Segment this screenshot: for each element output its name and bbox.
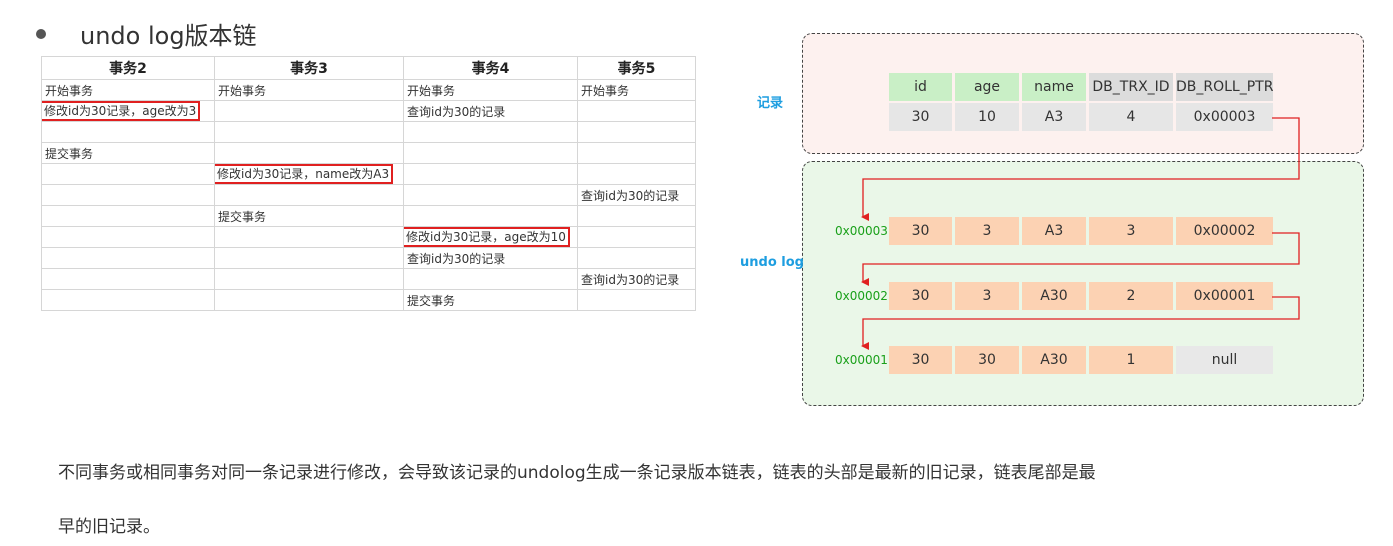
table-row: 提交事务 (41, 142, 696, 164)
undo-value: 3 (1089, 217, 1173, 245)
undo-value: 30 (889, 282, 952, 310)
slide-title: undo log版本链 (36, 16, 257, 51)
table-row: 查询id为30的记录 (41, 268, 696, 290)
undo-value: null (1176, 346, 1273, 374)
undo-address-2: 0x00001 (835, 353, 888, 367)
record-header-row: id age name DB_TRX_ID DB_ROLL_PTR (889, 73, 1273, 101)
undo-value: 3 (955, 217, 1019, 245)
table-row (41, 121, 696, 143)
highlight-box: 修改id为30记录，name改为A3 (215, 164, 394, 184)
undo-log-label: undo log (740, 255, 804, 270)
undo-value: 0x00001 (1176, 282, 1273, 310)
description-line-2: 早的旧记录。 (58, 517, 160, 537)
undo-address-0: 0x00003 (835, 224, 888, 238)
highlight-box: 修改id为30记录，age改为3 (42, 101, 201, 121)
field-header-age: age (955, 73, 1019, 101)
undo-value: 0x00002 (1176, 217, 1273, 245)
field-header-trx-id: DB_TRX_ID (1089, 73, 1173, 101)
table-cell (577, 289, 696, 311)
undo-value: 1 (1089, 346, 1173, 374)
undo-value: 30 (889, 346, 952, 374)
col-header-tx5: 事务5 (577, 56, 696, 80)
pointer-arrow-0x00002 (861, 232, 1300, 286)
highlighted-cell: 修改id为30记录，age改为10 (403, 226, 578, 248)
undo-entry-row: 30 3 A3 3 0x00002 (889, 217, 1273, 245)
description-line-1: 不同事务或相同事务对同一条记录进行修改，会导致该记录的undolog生成一条记录… (58, 463, 1096, 483)
record-value: 30 (889, 103, 952, 131)
undo-address-1: 0x00002 (835, 289, 888, 303)
table-row: 修改id为30记录，name改为A3 (41, 163, 696, 185)
undo-entry-row: 30 30 A30 1 null (889, 346, 1273, 374)
table-cell: 提交事务 (41, 142, 215, 164)
field-header-id: id (889, 73, 952, 101)
undo-entry-row: 30 3 A30 2 0x00001 (889, 282, 1273, 310)
table-cell: 提交事务 (403, 289, 578, 311)
record-label: 记录 (757, 96, 784, 111)
field-header-roll-ptr: DB_ROLL_PTR (1176, 73, 1273, 101)
table-row: 提交事务 (41, 289, 696, 311)
record-value-row: 30 10 A3 4 0x00003 (889, 103, 1273, 131)
record-value: A3 (1022, 103, 1086, 131)
record-value: 0x00003 (1176, 103, 1273, 131)
undo-value: A30 (1022, 282, 1086, 310)
pointer-arrow-record (861, 117, 1300, 221)
table-row: 提交事务 (41, 205, 696, 227)
record-value: 4 (1089, 103, 1173, 131)
field-header-name: name (1022, 73, 1086, 101)
undo-value: 2 (1089, 282, 1173, 310)
undo-value: 3 (955, 282, 1019, 310)
table-header-row: 事务2 事务3 事务4 事务5 (41, 56, 696, 80)
transaction-table: 事务2 事务3 事务4 事务5 开始事务 开始事务 开始事务 开始事务 修改id… (41, 56, 696, 311)
pointer-arrow-0x00001 (861, 296, 1300, 350)
table-row: 开始事务 开始事务 开始事务 开始事务 (41, 79, 696, 101)
title-text: undo log版本链 (80, 22, 257, 50)
undo-value: 30 (889, 217, 952, 245)
highlight-box: 修改id为30记录，age改为10 (404, 227, 570, 247)
undo-value: A30 (1022, 346, 1086, 374)
bullet-icon (36, 28, 46, 39)
undo-value: A3 (1022, 217, 1086, 245)
record-value: 10 (955, 103, 1019, 131)
undo-value: 30 (955, 346, 1019, 374)
